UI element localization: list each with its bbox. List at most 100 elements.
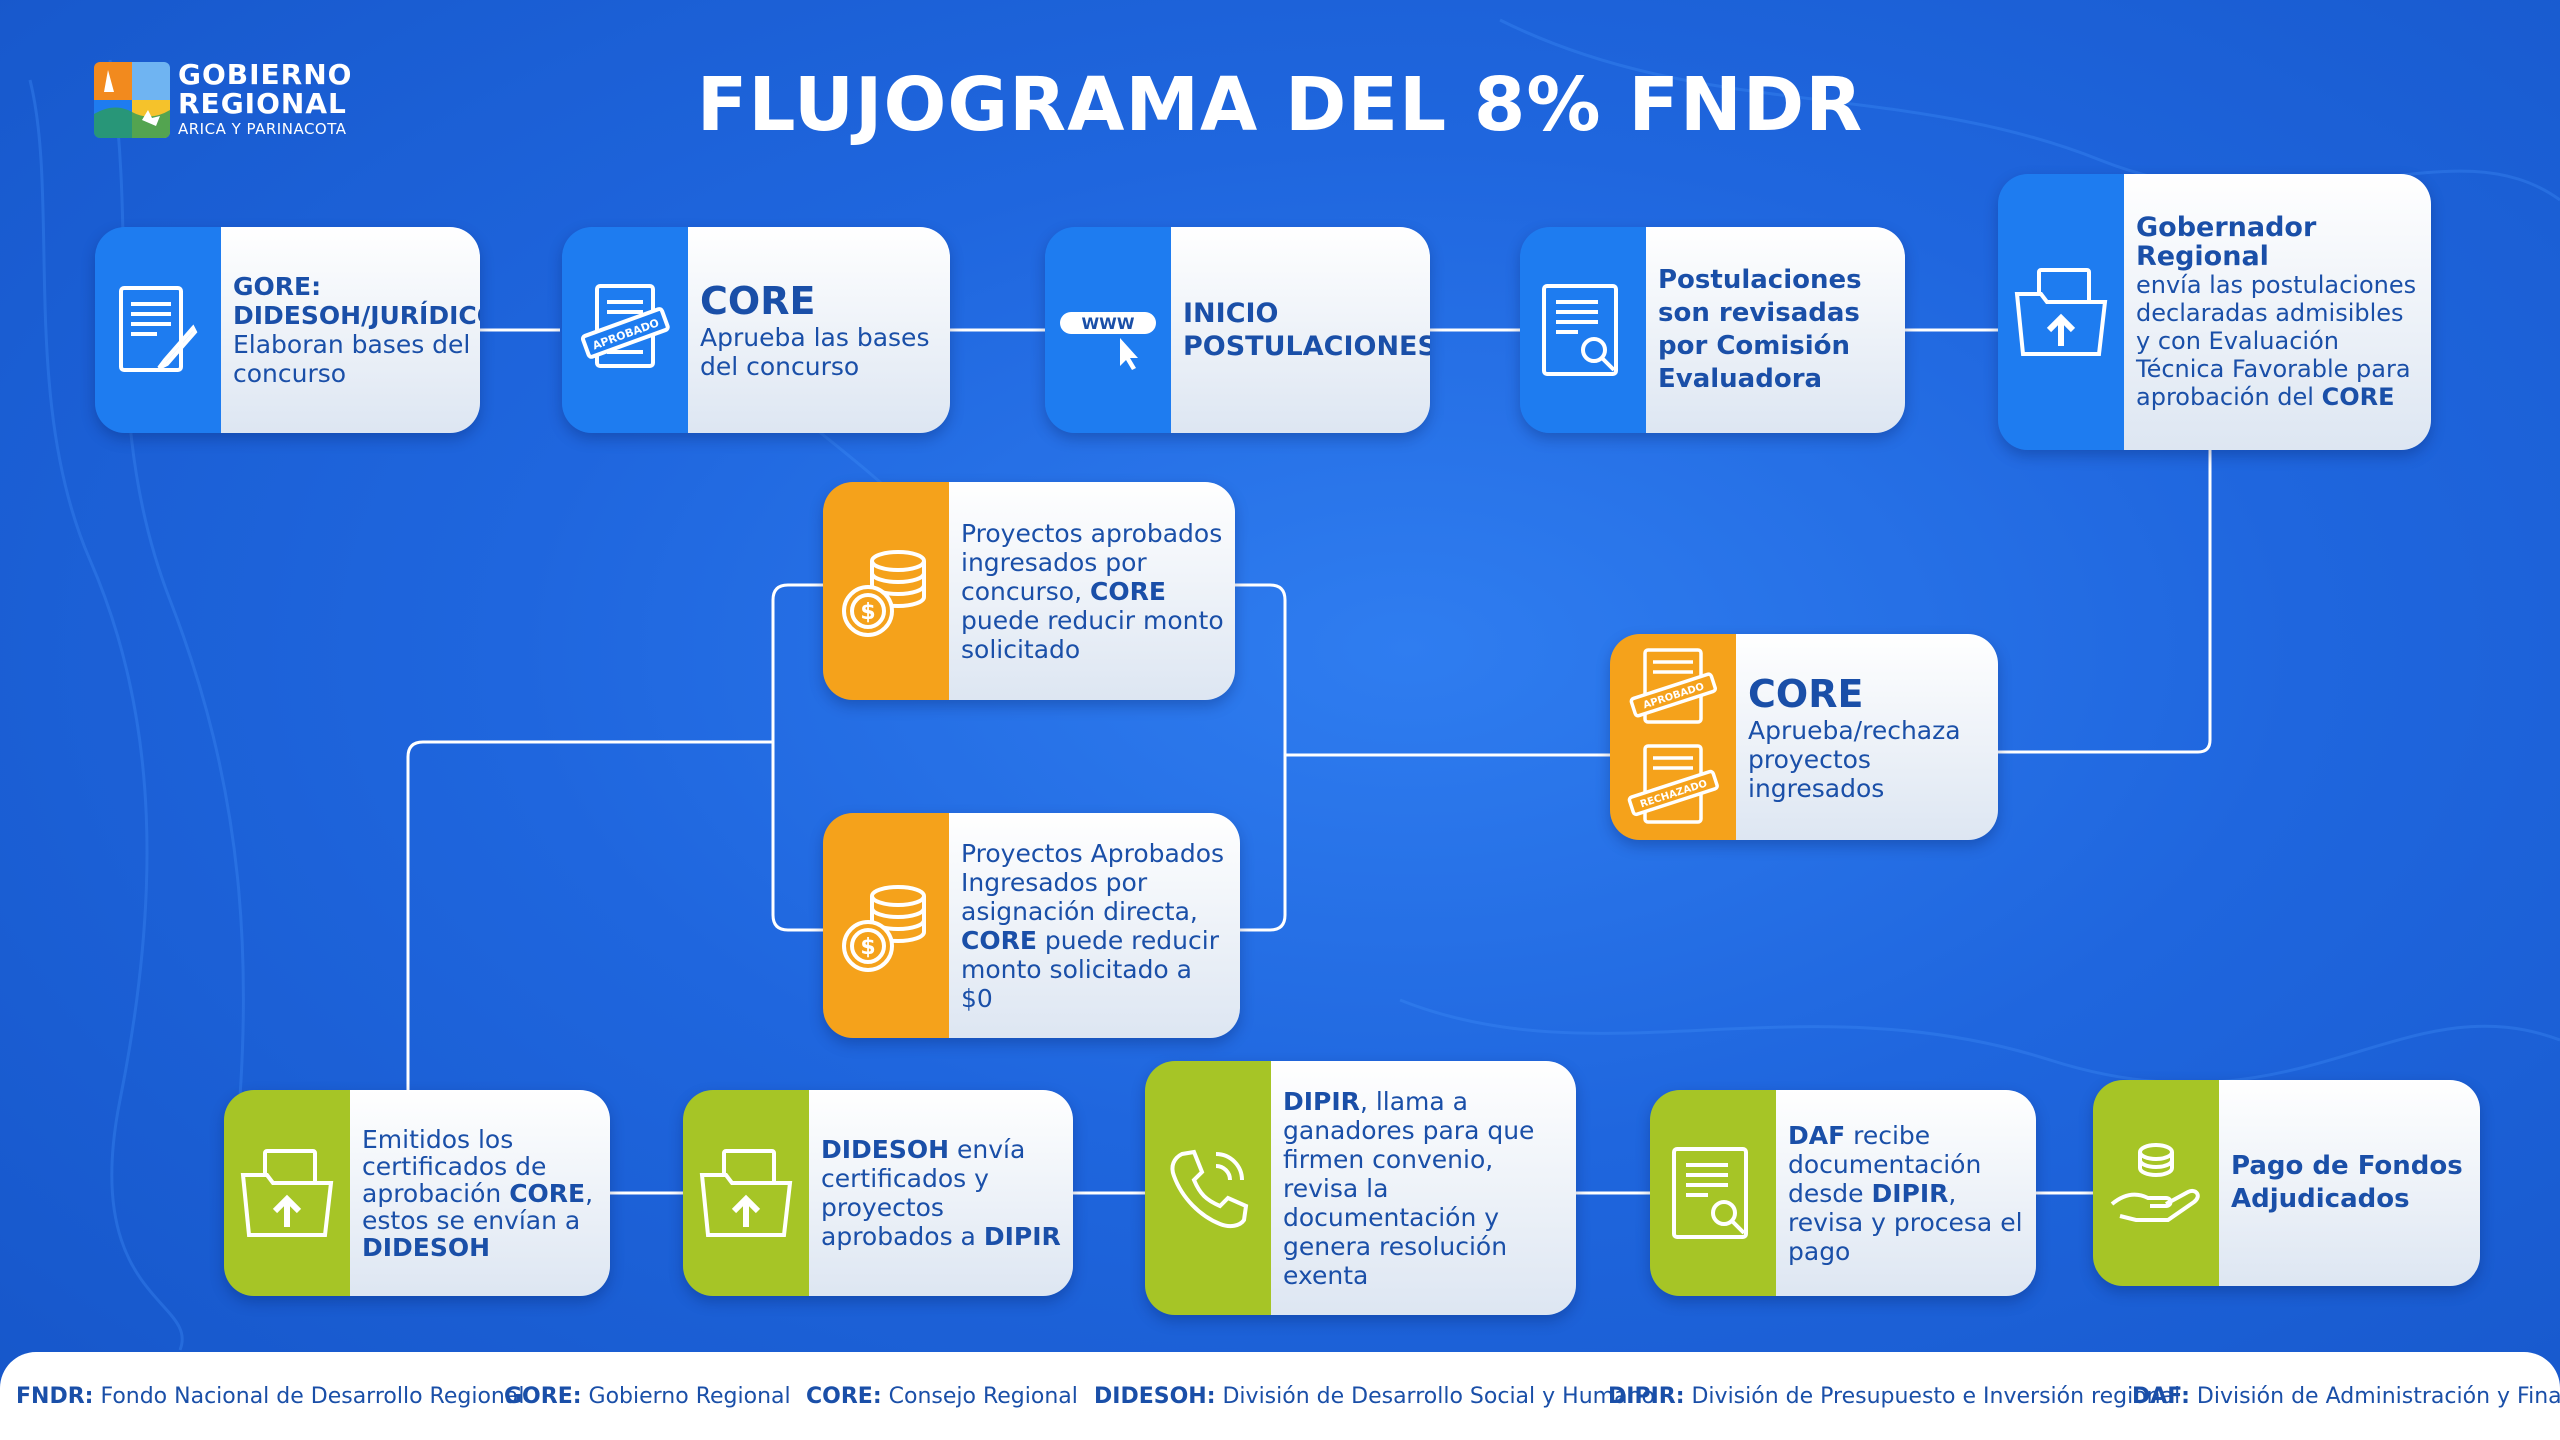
step-core2-text: CORE Aprueba/rechaza proyectos ingresado… bbox=[1736, 634, 1998, 840]
connector-left-bracket bbox=[771, 583, 823, 932]
step-gore-bases: GORE: DIDESOH/JURÍDICO Elaboran bases de… bbox=[95, 227, 480, 433]
legend-didesoh-value: División de Desarrollo Social y Humano bbox=[1215, 1384, 1655, 1409]
step-postulaciones-text: Postulaciones son revisadas por Comisión… bbox=[1646, 227, 1905, 433]
step-postulaciones-t1: Postulaciones son revisadas por Comisión… bbox=[1658, 265, 1862, 394]
step-concurso-t1: Proyectos aprobados ingresados por concu… bbox=[961, 518, 1223, 606]
step-didesoh-t3: DIPIR bbox=[983, 1222, 1061, 1251]
folder-upload-icon bbox=[224, 1090, 350, 1296]
step-directa-body: Proyectos Aprobados Ingresados por asign… bbox=[961, 839, 1230, 1013]
step-certificados-body: Emitidos los certificados de aprobación … bbox=[362, 1126, 600, 1261]
step-proyectos-concurso: $ Proyectos aprobados ingresados por con… bbox=[823, 482, 1235, 700]
step-core1-t1: CORE bbox=[700, 279, 816, 323]
approved-rejected-icon: APROBADO RECHAZADO bbox=[1610, 634, 1736, 840]
step-pago-t1: Pago de Fondos Adjudicados bbox=[2231, 1151, 2463, 1214]
step-gobernador-t1: Gobernador Regional bbox=[2136, 212, 2317, 272]
step-gobernador-regional: Gobernador Regional envía las postulacio… bbox=[1998, 174, 2431, 450]
step-directa-text: Proyectos Aprobados Ingresados por asign… bbox=[949, 813, 1240, 1038]
connector-bracket-certificados bbox=[406, 740, 773, 1090]
step-gobernador-body: envía las postulaciones declaradas admis… bbox=[2136, 271, 2421, 411]
svg-text:$: $ bbox=[860, 935, 875, 960]
step-concurso-t2: CORE bbox=[1089, 576, 1166, 606]
step-certificados-emitidos: Emitidos los certificados de aprobación … bbox=[224, 1090, 610, 1296]
step-gobernador-t2: envía las postulaciones declaradas admis… bbox=[2136, 271, 2417, 411]
svg-text:$: $ bbox=[860, 600, 875, 625]
legend-daf-value: División de Administración y Finanzas bbox=[2196, 1384, 2560, 1409]
document-search-icon bbox=[1520, 227, 1646, 433]
step-daf-recibe: DAF recibe documentación desde DIPIR, re… bbox=[1650, 1090, 2036, 1296]
step-dipir-t2: , llama a ganadores para que firmen conv… bbox=[1283, 1086, 1535, 1290]
step-directa-t3: puede reducir monto solicitado a $0 bbox=[961, 925, 1219, 1013]
logo-line1: GOBIERNO bbox=[178, 58, 353, 91]
legend-core-key: CORE: bbox=[806, 1384, 882, 1409]
step-gore-t3: Elaboran bases del concurso bbox=[233, 330, 471, 388]
legend-bar: FNDR: Fondo Nacional de Desarrollo Regio… bbox=[0, 1352, 2560, 1440]
legend-didesoh: DIDESOH: División de Desarrollo Social y… bbox=[1094, 1384, 1655, 1409]
step-concurso-body: Proyectos aprobados ingresados por concu… bbox=[961, 519, 1225, 664]
step-directa-t1: Proyectos Aprobados Ingresados por asign… bbox=[961, 838, 1225, 926]
logo-line2: REGIONAL bbox=[178, 87, 347, 120]
step-daf-body: DAF recibe documentación desde DIPIR, re… bbox=[1788, 1121, 2026, 1266]
step-dipir-text: DIPIR, llama a ganadores para que firmen… bbox=[1271, 1061, 1576, 1315]
hand-coins-icon bbox=[2093, 1080, 2219, 1286]
step-core2-t2: Aprueba/rechaza proyectos ingresados bbox=[1748, 715, 1961, 803]
folder-upload-icon bbox=[683, 1090, 809, 1296]
step-didesoh-body: DIDESOH envía certificados y proyectos a… bbox=[821, 1135, 1063, 1251]
legend-gore-key: GORE: bbox=[504, 1384, 582, 1409]
legend-fndr-key: FNDR: bbox=[16, 1384, 94, 1409]
legend-core: CORE: Consejo Regional bbox=[806, 1384, 1078, 1409]
step-gore-t1: GORE: bbox=[233, 272, 322, 301]
step-daf-t1: DAF bbox=[1788, 1120, 1846, 1150]
step-inicio-text: INICIO POSTULACIONES bbox=[1171, 227, 1430, 433]
step-inicio-t1: INICIO POSTULACIONES bbox=[1183, 298, 1430, 362]
legend-daf: DAF: División de Administración y Finanz… bbox=[2132, 1384, 2560, 1409]
folder-upload-icon bbox=[1998, 174, 2124, 450]
step-core1-text: CORE Aprueba las bases del concurso bbox=[688, 227, 950, 433]
step-certificados-t1: Emitidos los certificados de aprobación bbox=[362, 1124, 547, 1208]
step-inicio-postulaciones: WWW INICIO POSTULACIONES bbox=[1045, 227, 1430, 433]
step-daf-t2: recibe documentación desde bbox=[1788, 1120, 1982, 1208]
legend-gore: GORE: Gobierno Regional bbox=[504, 1384, 791, 1409]
legend-dipir: DIPIR: División de Presupuesto e Inversi… bbox=[1608, 1384, 2180, 1409]
coins-icon: $ bbox=[823, 813, 949, 1038]
step-certificados-t4: DIDESOH bbox=[362, 1232, 491, 1262]
step-daf-t3: DIPIR bbox=[1871, 1178, 1949, 1208]
step-core1-t2: Aprueba las bases del concurso bbox=[700, 323, 930, 381]
document-edit-icon bbox=[95, 227, 221, 433]
legend-core-value: Consejo Regional bbox=[881, 1384, 1078, 1409]
step-daf-text: DAF recibe documentación desde DIPIR, re… bbox=[1776, 1090, 2036, 1296]
step-certificados-text: Emitidos los certificados de aprobación … bbox=[350, 1090, 610, 1296]
step-directa-t2: CORE bbox=[961, 925, 1037, 955]
step-concurso-t3: puede reducir monto solicitado bbox=[961, 605, 1224, 664]
legend-daf-key: DAF: bbox=[2132, 1384, 2190, 1409]
step-daf-t4: , revisa y procesa el pago bbox=[1788, 1178, 2023, 1266]
approved-stamp-icon: APROBADO bbox=[562, 227, 688, 433]
connector-gobernador-core2 bbox=[1998, 450, 2212, 754]
step-certificados-t3: , estos se envían a bbox=[362, 1178, 594, 1235]
step-pago-text: Pago de Fondos Adjudicados bbox=[2219, 1080, 2480, 1286]
step-didesoh-t1: DIDESOH bbox=[821, 1135, 950, 1164]
legend-dipir-value: División de Presupuesto e Inversión regi… bbox=[1684, 1384, 2181, 1409]
step-core-aprueba-rechaza: APROBADO RECHAZADO CORE Aprueba/rechaza … bbox=[1610, 634, 1998, 840]
step-gobernador-text: Gobernador Regional envía las postulacio… bbox=[2124, 174, 2431, 450]
step-didesoh-t2: envía certificados y proyectos aprobados… bbox=[821, 1135, 1026, 1251]
legend-fndr-value: Fondo Nacional de Desarrollo Regional bbox=[93, 1384, 525, 1409]
gobierno-regional-logo: GOBIERNO REGIONAL ARICA Y PARINACOTA bbox=[94, 60, 394, 144]
step-dipir-body: DIPIR, llama a ganadores para que firmen… bbox=[1283, 1087, 1566, 1290]
connector-right-bracket bbox=[1230, 583, 1287, 932]
step-postulaciones-revisadas: Postulaciones son revisadas por Comisión… bbox=[1520, 227, 1905, 433]
step-dipir-convenio: DIPIR, llama a ganadores para que firmen… bbox=[1145, 1061, 1576, 1315]
phone-icon bbox=[1145, 1061, 1271, 1315]
step-certificados-t2: CORE bbox=[509, 1178, 586, 1208]
step-core-aprueba-bases: APROBADO CORE Aprueba las bases del conc… bbox=[562, 227, 950, 433]
coins-icon: $ bbox=[823, 482, 949, 700]
logo-mark-icon bbox=[94, 62, 170, 138]
step-concurso-text: Proyectos aprobados ingresados por concu… bbox=[949, 482, 1235, 700]
legend-fndr: FNDR: Fondo Nacional de Desarrollo Regio… bbox=[16, 1384, 524, 1409]
step-core2-t1: CORE bbox=[1748, 671, 1864, 716]
page-title: FLUJOGRAMA DEL 8% FNDR bbox=[696, 62, 1864, 148]
step-dipir-t1: DIPIR bbox=[1283, 1086, 1360, 1116]
www-label: WWW bbox=[1082, 314, 1135, 333]
legend-didesoh-key: DIDESOH: bbox=[1094, 1384, 1216, 1409]
logo-line3: ARICA Y PARINACOTA bbox=[178, 120, 347, 138]
